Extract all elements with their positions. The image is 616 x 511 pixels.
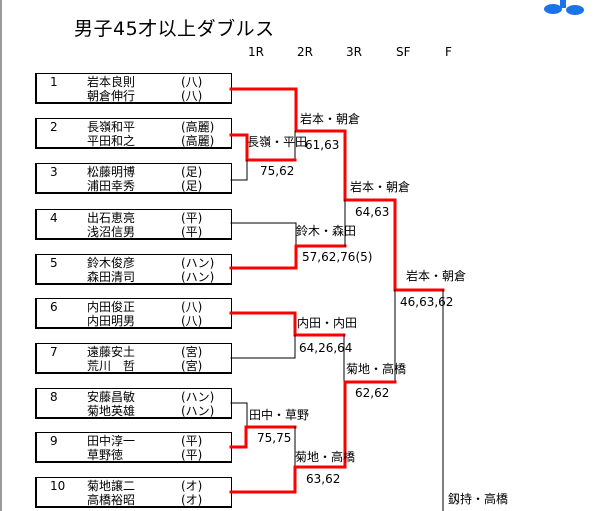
- match-winner: 内田・内田: [297, 316, 358, 330]
- match-score: 64,26,64: [299, 341, 353, 355]
- entry-seed: 1: [50, 75, 58, 89]
- player-affiliation: (ハン): [181, 404, 215, 418]
- player-affiliation: (平): [181, 448, 203, 462]
- match-score: 61,63: [305, 138, 340, 152]
- player-name: 安藤昌敏: [87, 390, 136, 404]
- player-name: 浦田幸秀: [87, 179, 136, 193]
- player-affiliation: (八): [181, 314, 203, 328]
- entry-box: 5 鈴木俊彦 (ハン) 森田清司 (ハン): [35, 254, 232, 285]
- player-affiliation: (ハン): [181, 256, 215, 270]
- match-score: 75,62: [260, 164, 295, 178]
- player-affiliation: (宮): [181, 359, 203, 373]
- player-affiliation: (平): [181, 434, 203, 448]
- player-name: 田中淳一: [87, 434, 136, 448]
- player-name: 菊地譲二: [87, 479, 136, 493]
- player-affiliation: (八): [181, 300, 203, 314]
- player-name: 長嶺和平: [87, 120, 136, 134]
- entry-seed: 5: [50, 256, 58, 270]
- player-name: 高橋裕昭: [87, 493, 136, 507]
- player-name: 荒川 哲: [87, 359, 136, 373]
- page-title: 男子45才以上ダブルス: [74, 18, 275, 40]
- player-name: 内田明男: [87, 314, 136, 328]
- player-affiliation: (足): [181, 179, 203, 193]
- match-score: 62,62: [355, 386, 390, 400]
- player-name: 平田和之: [87, 134, 136, 148]
- entry-box: 7 遠藤安土 (宮) 荒川 哲 (宮): [35, 343, 232, 374]
- match-winner: 釼持・高橋: [448, 492, 509, 506]
- player-name: 内田俊正: [87, 300, 136, 314]
- match-winner: 菊地・高橋: [346, 362, 407, 376]
- match-winner: 鈴木・森田: [296, 224, 357, 238]
- match-winner: 岩本・朝倉: [406, 269, 467, 283]
- round-header-f: F: [445, 45, 452, 59]
- window-edge: [0, 0, 2, 511]
- player-affiliation: (高麗): [181, 120, 215, 134]
- match-winner: 岩本・朝倉: [300, 112, 361, 126]
- player-name: 岩本良則: [87, 75, 136, 89]
- match-winner: 菊地・高橋: [295, 450, 356, 464]
- entry-seed: 7: [50, 345, 58, 359]
- player-affiliation: (平): [181, 225, 203, 239]
- player-name: 朝倉伸行: [87, 89, 136, 103]
- player-name: 鈴木俊彦: [87, 256, 136, 270]
- player-name: 森田清司: [87, 270, 136, 284]
- entry-seed: 4: [50, 211, 58, 225]
- match-winner: 岩本・朝倉: [350, 180, 411, 194]
- match-score: 63,62: [306, 472, 341, 486]
- match-winner: 長嶺・平田: [247, 135, 308, 149]
- player-affiliation: (オ): [181, 493, 203, 507]
- entry-box: 2 長嶺和平 (高麗) 平田和之 (高麗): [35, 118, 232, 149]
- round-header-1r: 1R: [248, 45, 264, 59]
- player-affiliation: (オ): [181, 479, 203, 493]
- match-winner: 田中・草野: [249, 408, 310, 422]
- match-score: 57,62,76(5): [302, 250, 373, 264]
- entry-seed: 6: [50, 300, 58, 314]
- player-affiliation: (足): [181, 165, 203, 179]
- player-name: 菊地英雄: [87, 404, 136, 418]
- player-affiliation: (宮): [181, 345, 203, 359]
- entry-seed: 3: [50, 165, 58, 179]
- entry-seed: 9: [50, 434, 58, 448]
- round-header-2r: 2R: [297, 45, 313, 59]
- match-score: 64,63: [355, 205, 390, 219]
- entry-box: 3 松藤明博 (足) 浦田幸秀 (足): [35, 163, 232, 194]
- entry-box: 10 菊地譲二 (オ) 高橋裕昭 (オ): [35, 477, 232, 508]
- match-score: 75,75: [257, 431, 292, 445]
- player-affiliation: (八): [181, 75, 203, 89]
- entry-box: 1 岩本良則 (八) 朝倉伸行 (八): [35, 73, 232, 104]
- player-affiliation: (八): [181, 89, 203, 103]
- player-affiliation: (平): [181, 211, 203, 225]
- player-affiliation: (ハン): [181, 270, 215, 284]
- entry-box: 6 内田俊正 (八) 内田明男 (八): [35, 298, 232, 329]
- player-name: 松藤明博: [87, 165, 136, 179]
- player-affiliation: (ハン): [181, 390, 215, 404]
- player-affiliation: (高麗): [181, 134, 215, 148]
- round-header-sf: SF: [396, 45, 411, 59]
- entry-seed: 2: [50, 120, 58, 134]
- player-name: 浅沼信男: [87, 225, 136, 239]
- player-name: 遠藤安土: [87, 345, 136, 359]
- entry-box: 8 安藤昌敏 (ハン) 菊地英雄 (ハン): [35, 388, 232, 419]
- entry-seed: 10: [50, 479, 66, 493]
- logo-icon: [544, 0, 584, 15]
- match-score: 46,63,62: [400, 295, 454, 309]
- round-header-3r: 3R: [346, 45, 362, 59]
- entry-seed: 8: [50, 390, 58, 404]
- player-name: 出石恵亮: [87, 211, 136, 225]
- entry-box: 9 田中淳一 (平) 草野徳 (平): [35, 432, 232, 463]
- entry-box: 4 出石恵亮 (平) 浅沼信男 (平): [35, 209, 232, 240]
- player-name: 草野徳: [87, 448, 124, 462]
